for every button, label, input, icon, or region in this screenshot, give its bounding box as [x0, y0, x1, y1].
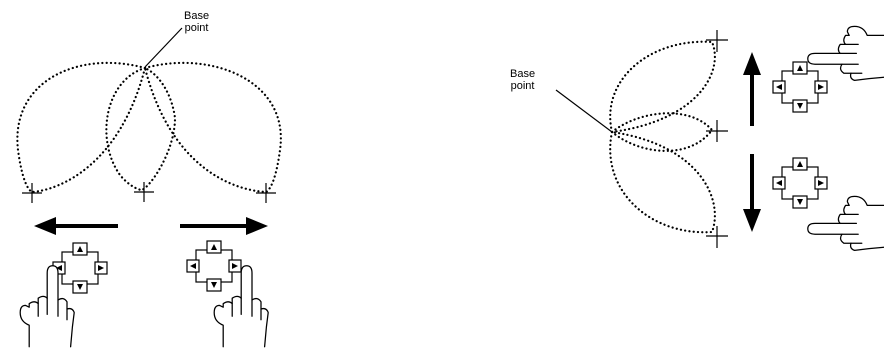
- down-arrow-icon: [743, 154, 761, 232]
- right-base-point-label: Base point: [510, 68, 535, 92]
- lower-cross-key-pad: [772, 157, 828, 209]
- lower-pointing-hand-icon: [807, 195, 884, 252]
- left-trajectory-left: [16, 61, 147, 194]
- left-trajectory-center: [105, 66, 177, 192]
- right-trajectory-bottom: [609, 130, 716, 234]
- right-trajectory-middle: [610, 112, 714, 152]
- upper-cross-key-pad: [772, 61, 828, 113]
- left-end-marker-right: [256, 183, 276, 203]
- right-end-marker-middle: [706, 120, 728, 142]
- left-end-marker-left: [22, 183, 42, 203]
- right-cross-key-pad: [186, 240, 242, 292]
- left-end-marker-center: [134, 182, 154, 202]
- left-base-point-label-line1: Base: [184, 10, 210, 22]
- left-trajectory-right: [143, 61, 282, 194]
- right-arrow-icon: [180, 217, 268, 235]
- right-base-point-label-line2: point: [510, 80, 535, 92]
- right-end-marker-bottom: [706, 226, 728, 248]
- left-arrow-icon: [34, 217, 118, 235]
- right-base-point-label-line1: Base: [510, 68, 536, 80]
- left-base-point-label-line2: point: [184, 22, 209, 34]
- right-base-point-leader: [555, 89, 613, 133]
- left-base-point-label: Base point: [184, 10, 209, 34]
- right-end-marker-top: [706, 30, 728, 52]
- right-trajectory-top: [609, 40, 716, 134]
- up-arrow-icon: [743, 52, 761, 126]
- left-base-point-leader: [144, 27, 183, 68]
- left-cross-key-pad: [52, 242, 108, 294]
- upper-pointing-hand-icon: [807, 25, 884, 82]
